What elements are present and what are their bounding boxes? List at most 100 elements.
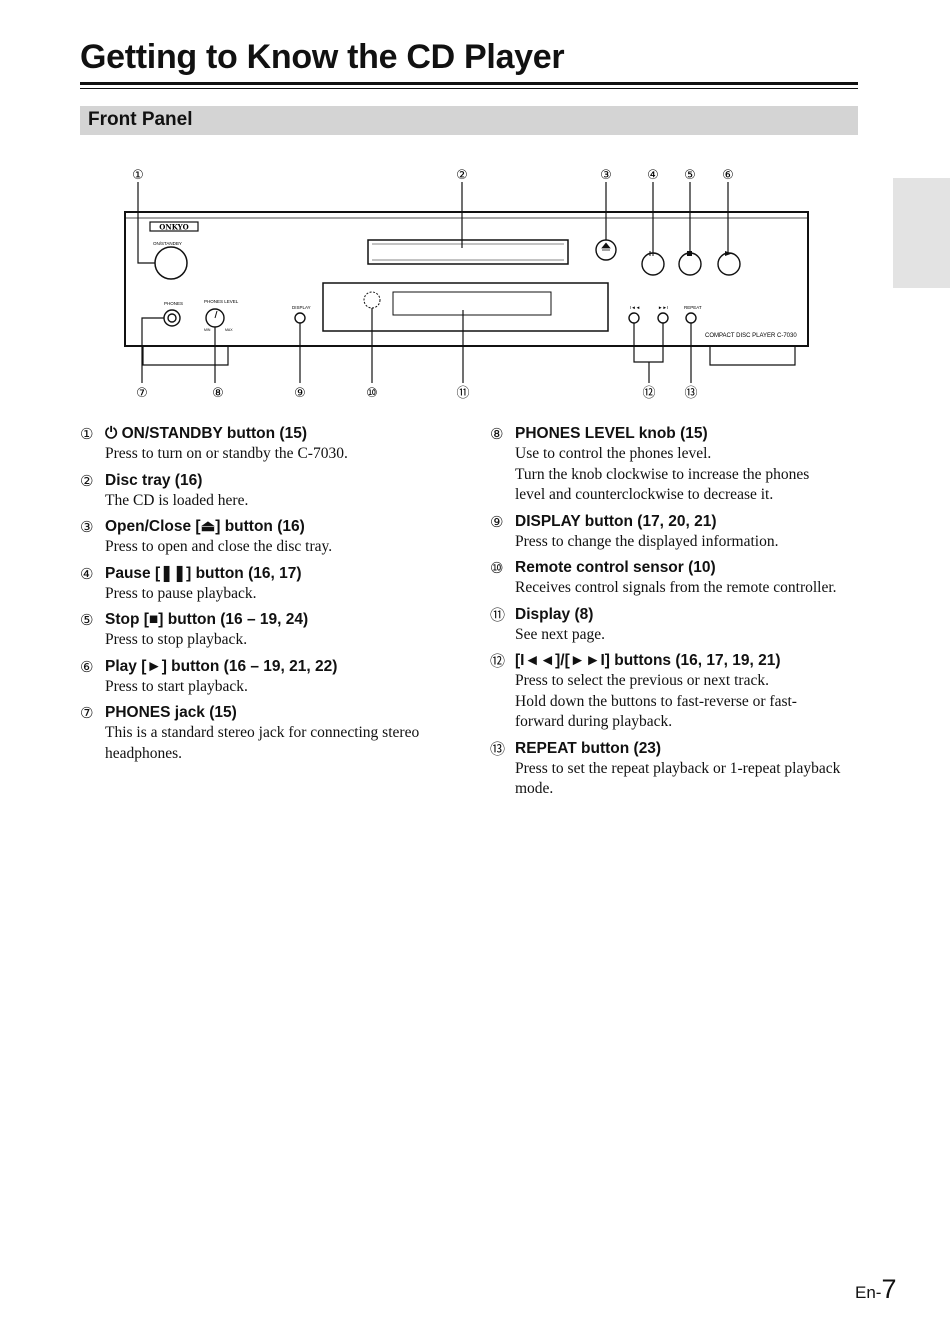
description-line: Turn the knob clockwise to increase the … bbox=[515, 465, 810, 483]
item-number: ⑫ bbox=[490, 652, 506, 670]
item-description: Receives control signals from the remote… bbox=[515, 578, 860, 599]
item-description: Press to set the repeat playback or 1-re… bbox=[515, 759, 860, 800]
svg-text:REPEAT: REPEAT bbox=[684, 305, 702, 310]
item-heading: PHONES LEVEL knob (15) bbox=[515, 425, 708, 442]
svg-text:MIN: MIN bbox=[204, 328, 211, 332]
item-number: ① bbox=[80, 425, 94, 443]
play-button bbox=[717, 252, 741, 276]
page-number: En-7 bbox=[855, 1274, 897, 1304]
item-heading: DISPLAY button (17, 20, 21) bbox=[515, 512, 717, 530]
item-number: ⑪ bbox=[490, 605, 506, 624]
description-line: Receives control signals from the remote… bbox=[515, 579, 837, 596]
display-button bbox=[294, 312, 306, 324]
svg-text:⑥: ⑥ bbox=[722, 168, 734, 183]
item-heading: REPEAT button (23) bbox=[515, 739, 662, 757]
list-item: ⑧ PHONES LEVEL knob (15) Use to control th… bbox=[490, 423, 860, 506]
description-line: Press to select the previous or next tra… bbox=[515, 672, 769, 689]
repeat-button bbox=[685, 312, 697, 324]
svg-text:①: ① bbox=[132, 168, 144, 183]
svg-text:⑦: ⑦ bbox=[136, 386, 148, 401]
svg-text:⑩: ⑩ bbox=[366, 386, 378, 401]
item-description: Press to pause playback. bbox=[105, 584, 450, 605]
description-line: Press to change the displayed informatio… bbox=[515, 532, 779, 550]
standby-button bbox=[154, 246, 188, 280]
item-heading: Pause [❚❚] button (16, 17) bbox=[105, 564, 302, 582]
prev-button bbox=[628, 312, 640, 324]
list-item: ⑫ [I◄◄]/[►►I] buttons (16, 17, 19, 21) Pre… bbox=[490, 650, 860, 733]
list-item: ⑬ REPEAT button (23) Press to set the repe… bbox=[490, 738, 860, 800]
description-line: Press to pause playback. bbox=[105, 584, 257, 602]
list-item: ⑤ Stop [■] button (16 – 19, 24) Press to s… bbox=[80, 609, 450, 651]
svg-text:COMPACT DISC PLAYER C-7030: COMPACT DISC PLAYER C-7030 bbox=[705, 333, 797, 339]
description-list-right: ⑧ PHONES LEVEL knob (15) Use to control th… bbox=[490, 423, 860, 805]
item-description: The CD is loaded here. bbox=[105, 491, 450, 512]
description-line: Press to turn on or standby the C-7030. bbox=[105, 445, 348, 462]
item-heading: Disc tray (16) bbox=[105, 471, 203, 489]
item-description: Press to change the displayed informatio… bbox=[515, 532, 860, 553]
item-number: ⑤ bbox=[80, 611, 94, 629]
item-number: ⑬ bbox=[490, 739, 506, 758]
item-description: Press to start playback. bbox=[105, 677, 450, 698]
description-line: headphones. bbox=[105, 744, 183, 762]
svg-text:I◄◄: I◄◄ bbox=[630, 305, 640, 310]
item-number: ③ bbox=[80, 518, 94, 536]
left-foot bbox=[142, 346, 229, 366]
description-line: forward during playback. bbox=[515, 713, 673, 730]
svg-text:④: ④ bbox=[647, 168, 659, 183]
item-heading: Play [►] button (16 – 19, 21, 22) bbox=[105, 657, 338, 675]
next-button bbox=[657, 312, 669, 324]
svg-text:PHONES LEVEL: PHONES LEVEL bbox=[204, 299, 239, 304]
svg-text:⑬: ⑬ bbox=[684, 386, 697, 401]
item-heading: ⏻ ON/STANDBY button (15) bbox=[105, 425, 307, 442]
right-foot bbox=[709, 346, 796, 366]
description-list-left: ① ⏻ ON/STANDBY button (15) Press to turn o… bbox=[80, 423, 450, 769]
brand-logo bbox=[149, 221, 199, 232]
title-rule-thin bbox=[80, 88, 858, 89]
page-title: Getting to Know the CD Player bbox=[80, 38, 565, 76]
section-header: Front Panel bbox=[80, 106, 858, 135]
description-line: Press to start playback. bbox=[105, 677, 248, 695]
svg-text:⑫: ⑫ bbox=[642, 386, 655, 401]
display-window bbox=[392, 291, 552, 316]
svg-text:⑨: ⑨ bbox=[294, 386, 306, 401]
item-description: Press to open and close the disc tray. bbox=[105, 537, 450, 558]
section-title: Front Panel bbox=[88, 109, 193, 130]
svg-text:ON/STANDBY: ON/STANDBY bbox=[153, 241, 182, 246]
item-number: ⑥ bbox=[80, 657, 94, 676]
svg-text:⑧: ⑧ bbox=[212, 386, 224, 401]
item-heading: PHONES jack (15) bbox=[105, 704, 237, 721]
item-description: Press to turn on or standby the C-7030. bbox=[105, 444, 450, 465]
svg-text:⑪: ⑪ bbox=[456, 386, 469, 401]
disc-tray bbox=[367, 239, 569, 265]
item-number: ⑦ bbox=[80, 704, 94, 722]
svg-text:⑤: ⑤ bbox=[684, 168, 696, 183]
item-number: ⑨ bbox=[490, 512, 504, 531]
description-line: Press to stop playback. bbox=[105, 631, 248, 648]
description-line: Hold down the buttons to fast-reverse or… bbox=[515, 692, 797, 710]
item-heading: Remote control sensor (10) bbox=[515, 559, 716, 576]
description-line: Press to open and close the disc tray. bbox=[105, 538, 333, 555]
svg-text:ONKYO: ONKYO bbox=[159, 223, 189, 232]
item-description: Press to stop playback. bbox=[105, 630, 450, 651]
stop-button bbox=[678, 252, 702, 276]
description-line: mode. bbox=[515, 780, 554, 797]
description-line: The CD is loaded here. bbox=[105, 491, 249, 509]
description-line: See next page. bbox=[515, 625, 605, 643]
list-item: ③ Open/Close [⏏] button (16) Press to open… bbox=[80, 516, 450, 558]
svg-text:②: ② bbox=[456, 168, 468, 183]
item-description: This is a standard stereo jack for conne… bbox=[105, 723, 450, 764]
side-tab bbox=[893, 178, 950, 288]
item-heading: Open/Close [⏏] button (16) bbox=[105, 518, 305, 535]
item-number: ⑧ bbox=[490, 425, 504, 443]
item-description: Use to control the phones level.Turn the… bbox=[515, 444, 860, 506]
description-line: Press to set the repeat playback or 1-re… bbox=[515, 759, 841, 777]
svg-text:PHONES: PHONES bbox=[164, 301, 183, 306]
item-number: ⑩ bbox=[490, 559, 504, 577]
item-heading: [I◄◄]/[►►I] buttons (16, 17, 19, 21) bbox=[515, 652, 781, 669]
list-item: ① ⏻ ON/STANDBY button (15) Press to turn o… bbox=[80, 423, 450, 465]
item-heading: Stop [■] button (16 – 19, 24) bbox=[105, 611, 309, 628]
item-description: Press to select the previous or next tra… bbox=[515, 671, 860, 733]
svg-text:DISPLAY: DISPLAY bbox=[292, 305, 311, 310]
